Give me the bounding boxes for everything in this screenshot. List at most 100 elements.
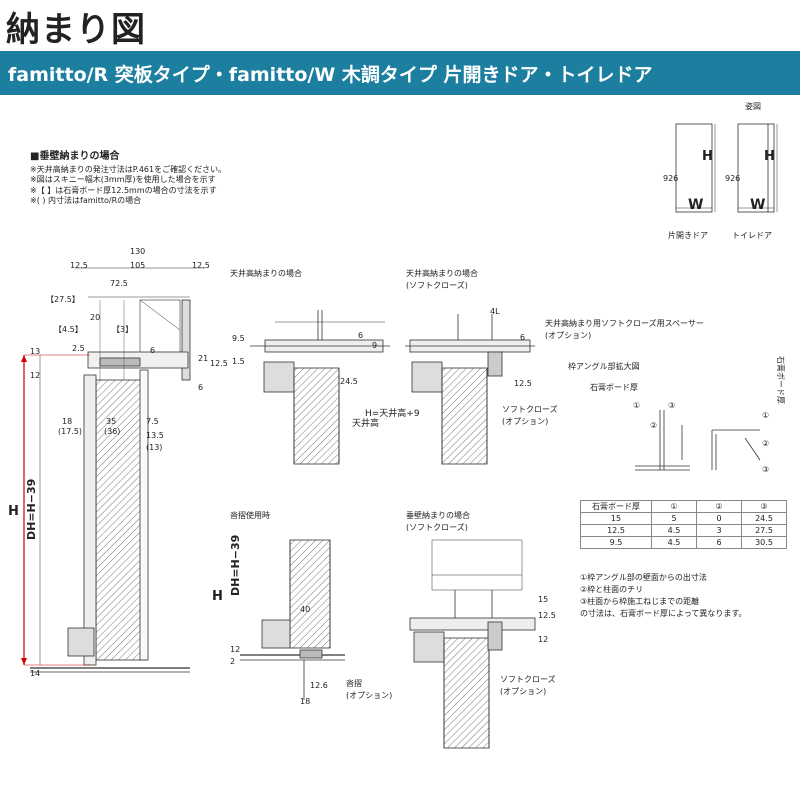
table-cell: 9.5 — [580, 536, 652, 549]
sill-dh: DH=H−39 — [229, 534, 242, 596]
dim-14: 14 — [30, 669, 41, 678]
elevation-door-single — [675, 123, 713, 213]
table-cell: 4.5 — [651, 536, 697, 549]
dim-36: (36) — [104, 427, 121, 436]
subtitle: famitto/R 突板タイプ・famitto/W 木調タイプ 片開きドア・トイ… — [8, 64, 653, 86]
dim-9: 9 — [372, 341, 378, 350]
table-header: ① — [651, 500, 697, 513]
elevation-label-toilet: トイレドア — [732, 231, 772, 240]
dim-40: 40 — [300, 605, 311, 614]
marker-3: ③ — [668, 401, 676, 410]
table-header-row: 石膏ボード厚 ① ② ③ — [580, 500, 787, 513]
explanation-block: ①枠アングル部の壁面からの出寸法 ②枠と柱面のチリ ③柱面から枠施工ねじまでの距… — [580, 572, 747, 620]
softclose-label: ソフトクローズ — [502, 405, 558, 414]
elevation-door-toilet — [737, 123, 775, 213]
dim-130: 130 — [130, 247, 146, 256]
dim-6: 6 — [150, 346, 156, 355]
dim-13: 13 — [30, 347, 41, 356]
dim-18: 18 — [62, 417, 73, 426]
elevation-caption: 姿図 — [745, 102, 761, 111]
dim-dh: DH=H−39 — [25, 478, 38, 540]
table-cell: 27.5 — [741, 524, 787, 537]
dim-6: 6 — [358, 331, 364, 340]
table-row: 12.5 4.5 3 27.5 — [580, 524, 787, 537]
dim-21: 21 — [198, 354, 209, 363]
dim-1-5: 1.5 — [232, 357, 245, 366]
elevation-926-toilet: 926 — [725, 174, 741, 183]
table-cell: 6 — [696, 536, 742, 549]
sill-option: (オプション) — [346, 691, 393, 700]
dim-72-5: 72.5 — [110, 279, 128, 288]
explanation-line: ③柱面から枠施工ねじまでの距離 — [580, 597, 700, 606]
spacer-option: (オプション) — [545, 331, 592, 340]
dim-27-5: 【27.5】 — [46, 295, 80, 304]
dim-4-5: 【4.5】 — [54, 325, 83, 334]
table-cell: 30.5 — [741, 536, 787, 549]
soft-ceiling-caption-sub: (ソフトクローズ) — [406, 281, 468, 290]
table-header: 石膏ボード厚 — [580, 500, 652, 513]
table-cell: 15 — [580, 512, 652, 525]
board-thickness-vertical: 石膏ボード厚 — [776, 356, 785, 404]
dim-20: 20 — [90, 313, 101, 322]
dim-12: 12 — [538, 635, 549, 644]
dim-12-6: 12.6 — [310, 681, 328, 690]
notes-block: ■垂壁納まりの場合 ※天井高納まりの発注寸法はP.461をご確認ください。 ※図… — [30, 151, 227, 207]
dim-12-5: 12.5 — [70, 261, 88, 270]
dim-6: 6 — [198, 383, 204, 392]
dim-12-5: 12.5 — [538, 611, 556, 620]
dim-15: 15 — [538, 595, 549, 604]
note-line: ※図はスキニー幅木(3mm厚)を使用した場合を示す — [30, 175, 216, 184]
label-h-ceiling: H=天井高+9 — [365, 409, 420, 419]
marker-1: ① — [762, 411, 770, 420]
note-line: ※( ) 内寸法はfamitto/Rの場合 — [30, 196, 142, 205]
dim-12-5: 12.5 — [514, 379, 532, 388]
page-title: 納まり図 — [6, 10, 146, 50]
dim-2: 2 — [230, 657, 236, 666]
elevation-h-single: H — [702, 149, 713, 164]
sill-label: 沓摺 — [346, 679, 362, 688]
dim-12-5: 12.5 — [192, 261, 210, 270]
board-thickness-label: 石膏ボード厚 — [590, 383, 638, 392]
dim-6: 6 — [520, 333, 526, 342]
table-row: 9.5 4.5 6 30.5 — [580, 536, 787, 549]
notes-heading: ■垂壁納まりの場合 — [30, 151, 120, 162]
dim-13: (13) — [146, 443, 163, 452]
softclose-option: (オプション) — [502, 417, 549, 426]
dim-18: 18 — [300, 697, 311, 706]
marker-2: ② — [762, 439, 770, 448]
elevation-h-toilet: H — [764, 149, 775, 164]
dim-4l: 4L — [490, 307, 500, 316]
wall-soft-caption-sub: (ソフトクローズ) — [406, 523, 468, 532]
elevation-label-single: 片開きドア — [668, 231, 708, 240]
marker-1: ① — [633, 401, 641, 410]
dim-12: 12 — [230, 645, 241, 654]
marker-2: ② — [650, 421, 658, 430]
dim-2-5: 2.5 — [72, 344, 85, 353]
angle-detail-caption: 枠アングル部拡大図 — [568, 362, 640, 371]
table-cell: 12.5 — [580, 524, 652, 537]
explanation-line: ①枠アングル部の壁面からの出寸法 — [580, 573, 707, 582]
subtitle-band: famitto/R 突板タイプ・famitto/W 木調タイプ 片開きドア・トイ… — [0, 51, 800, 95]
dim-3: 【3】 — [112, 325, 134, 334]
sill-caption: 沓摺使用時 — [230, 511, 270, 520]
table-cell: 5 — [651, 512, 697, 525]
table-header: ② — [696, 500, 742, 513]
dim-24-5: 24.5 — [340, 377, 358, 386]
label-ceiling-height: 天井高 — [352, 419, 380, 429]
dim-9-5: 9.5 — [232, 334, 245, 343]
dim-13-5: 13.5 — [146, 431, 164, 440]
dim-35: 35 — [106, 417, 117, 426]
explanation-line: の寸法は、石膏ボード厚によって異なります。 — [580, 609, 747, 618]
table-header: ③ — [741, 500, 787, 513]
dim-12-5: 12.5 — [210, 359, 228, 368]
dim-12: 12 — [30, 371, 41, 380]
table-cell: 24.5 — [741, 512, 787, 525]
dim-17-5: (17.5) — [58, 427, 83, 436]
wall-softclose-label: ソフトクローズ — [500, 675, 556, 684]
table-cell: 4.5 — [651, 524, 697, 537]
dim-h: H — [8, 504, 19, 519]
note-line: ※天井高納まりの発注寸法はP.461をご確認ください。 — [30, 164, 227, 174]
note-line: ※【 】は石膏ボード厚12.5mmの場合の寸法を示す — [30, 185, 217, 195]
spacer-label: 天井高納まり用ソフトクローズ用スペーサー — [545, 319, 704, 328]
